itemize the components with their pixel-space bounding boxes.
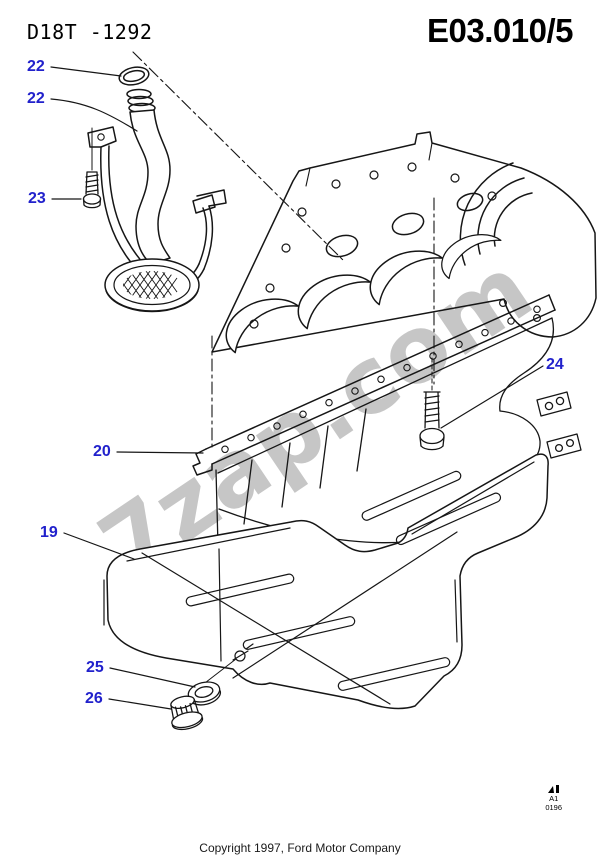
plate-line1: A1	[549, 793, 559, 803]
callout-drain-washer[interactable]: 25	[86, 659, 104, 676]
drain-washer-drawing	[187, 681, 222, 706]
plate-mark-icon	[547, 784, 559, 793]
drain-plug-drawing	[170, 695, 204, 731]
callout-oil-pan[interactable]: 19	[40, 524, 58, 541]
pan-bolt-drawing	[419, 391, 445, 451]
gasket-drawing	[192, 294, 556, 476]
oil-pan-drawing	[103, 453, 549, 710]
pickup-bolt-drawing	[82, 171, 102, 209]
plate-line2: 0196	[545, 803, 562, 813]
callout-pickup-tube[interactable]: 22	[27, 90, 45, 107]
engine-block-drawing	[192, 131, 597, 355]
drawing-code: D18T -1292	[27, 20, 153, 44]
plate-id-block: A1 0196	[545, 784, 562, 814]
oil-pickup-drawing	[87, 66, 227, 313]
page-code: E03.010/5	[427, 12, 573, 49]
pan-wall-drawing	[215, 317, 582, 547]
callout-pickup-bolt[interactable]: 23	[28, 190, 46, 207]
callout-pan-bolt[interactable]: 24	[546, 356, 564, 373]
leader-lines	[50, 66, 544, 710]
copyright-line: Copyright 1997, Ford Motor Company	[199, 841, 401, 855]
callout-drain-plug[interactable]: 26	[85, 690, 103, 707]
callout-oring[interactable]: 22	[27, 58, 45, 75]
callout-gasket[interactable]: 20	[93, 443, 111, 460]
